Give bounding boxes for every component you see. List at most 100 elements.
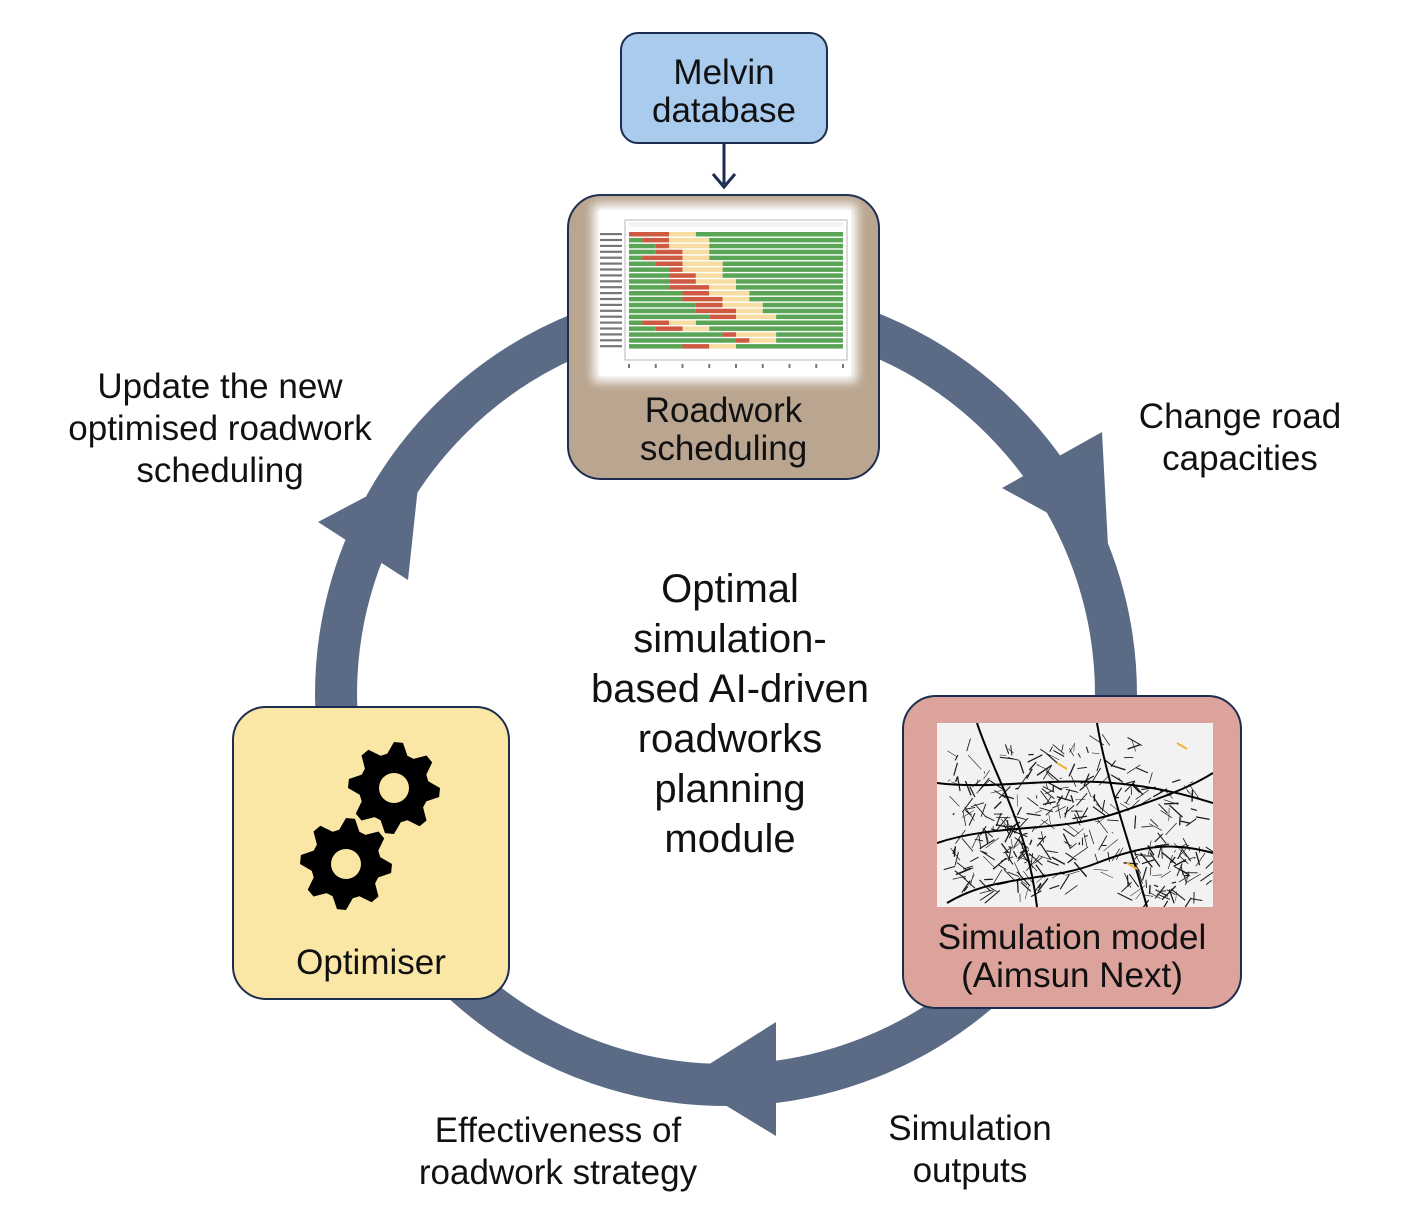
- gantt-bar: [629, 308, 696, 314]
- gantt-row-label: [600, 286, 622, 289]
- gantt-bar: [736, 314, 777, 320]
- effectiveness-line2: roadwork strategy: [418, 1153, 698, 1192]
- gantt-bar: [709, 326, 843, 331]
- gantt-row-label: [600, 256, 622, 259]
- gantt-bar: [722, 273, 843, 278]
- gantt-bar: [629, 314, 710, 320]
- effectiveness-label: Effectiveness of roadwork strategy: [386, 1110, 730, 1194]
- gantt-bar: [629, 261, 656, 266]
- gantt-bar: [736, 344, 843, 349]
- gantt-bar: [762, 302, 843, 308]
- gantt-bar: [709, 344, 736, 349]
- gantt-bar: [709, 243, 843, 249]
- gears-icon: [300, 742, 440, 910]
- gantt-bar: [629, 344, 683, 349]
- optimiser-node: Optimiser: [232, 706, 510, 1000]
- center-title-line3: based AI-driven: [591, 667, 869, 711]
- simulation-outputs-line1: Simulation: [888, 1109, 1052, 1148]
- road-network-map-thumbnail: [936, 722, 1220, 915]
- gantt-bar: [682, 326, 710, 331]
- gantt-bar: [709, 249, 843, 255]
- melvin-database-node: Melvin database: [620, 32, 828, 144]
- center-title-line1: Optimal: [661, 567, 799, 611]
- gantt-bar: [642, 320, 670, 325]
- gantt-bar: [669, 285, 710, 290]
- gantt-row-label: [600, 333, 622, 336]
- gantt-bar: [629, 285, 670, 290]
- gantt-bar: [762, 308, 843, 314]
- gantt-bar: [722, 302, 763, 308]
- gantt-row-label: [600, 238, 622, 242]
- gantt-tick: [761, 364, 764, 368]
- gantt-bar: [722, 267, 843, 272]
- center-title-line5: planning: [654, 767, 806, 811]
- simulation-outputs-label: Simulation outputs: [860, 1108, 1080, 1192]
- change-capacities-label: Change road capacities: [1120, 396, 1360, 480]
- change-capacities-line2: capacities: [1162, 439, 1318, 478]
- gantt-bar: [695, 279, 736, 284]
- gantt-row-label: [600, 280, 622, 283]
- gantt-bar: [629, 296, 683, 302]
- gantt-bar: [682, 261, 723, 266]
- gantt-row-label: [600, 327, 622, 330]
- gantt-bar: [669, 273, 696, 278]
- gantt-row-label: [600, 274, 622, 277]
- scheduling-label-line2: scheduling: [639, 429, 808, 468]
- map-road-network: [936, 722, 1220, 915]
- gantt-bar: [722, 296, 750, 302]
- gantt-tick: [708, 364, 711, 368]
- gantt-tick: [628, 364, 630, 368]
- roadwork-scheduling-node: Roadwork scheduling: [567, 194, 880, 480]
- simulation-label-line2: (Aimsun Next): [961, 956, 1183, 995]
- gantt-bar: [629, 232, 670, 237]
- update-line1: Update the new: [97, 367, 343, 406]
- gantt-bar: [776, 332, 843, 337]
- gantt-bar: [736, 338, 750, 343]
- arrowhead-to-scheduling: [318, 468, 420, 580]
- gantt-bar: [629, 291, 683, 296]
- gantt-bar: [709, 255, 843, 261]
- gantt-bar: [629, 279, 670, 284]
- gantt-row-label: [600, 345, 622, 348]
- update-scheduling-label: Update the new optimised roadwork schedu…: [40, 366, 400, 492]
- simulation-model-node: Simulation model (Aimsun Next): [902, 695, 1242, 1009]
- gantt-row-label: [600, 339, 622, 342]
- gantt-bar: [776, 314, 843, 320]
- gantt-bar: [709, 237, 843, 243]
- gantt-bar: [629, 302, 696, 308]
- gantt-bar: [629, 326, 656, 331]
- gantt-bar: [669, 232, 696, 237]
- center-title-line6: module: [664, 817, 796, 861]
- simulation-label-line1: Simulation model: [937, 918, 1207, 957]
- gantt-bar: [682, 296, 723, 302]
- gantt-bar: [629, 249, 656, 255]
- gantt-bar: [629, 320, 643, 325]
- gantt-row-label: [600, 262, 622, 265]
- gantt-bar: [722, 261, 843, 266]
- gantt-bar: [749, 296, 843, 302]
- optimiser-label: Optimiser: [296, 943, 446, 982]
- gantt-bar: [642, 237, 670, 243]
- gantt-bar: [682, 255, 710, 261]
- gantt-row-label: [600, 309, 622, 312]
- gantt-bar: [682, 267, 723, 272]
- gantt-bar: [629, 332, 723, 337]
- gantt-bar: [722, 332, 736, 337]
- gantt-row-label: [600, 297, 622, 301]
- effectiveness-line1: Effectiveness of: [434, 1111, 682, 1150]
- gantt-row-label: [600, 303, 622, 306]
- gantt-row-label: [600, 250, 622, 253]
- gantt-bar: [695, 232, 843, 237]
- gantt-bar: [655, 249, 683, 255]
- gantt-bar: [682, 249, 710, 255]
- gantt-bar: [655, 261, 683, 266]
- gantt-bar: [629, 243, 656, 249]
- gantt-bar: [736, 279, 843, 284]
- gantt-bar: [749, 338, 777, 343]
- gantt-bar: [695, 302, 723, 308]
- gantt-bar: [776, 338, 843, 343]
- center-title-line4: roadworks: [637, 717, 823, 761]
- gantt-bar: [669, 243, 710, 249]
- gantt-bar: [682, 291, 710, 296]
